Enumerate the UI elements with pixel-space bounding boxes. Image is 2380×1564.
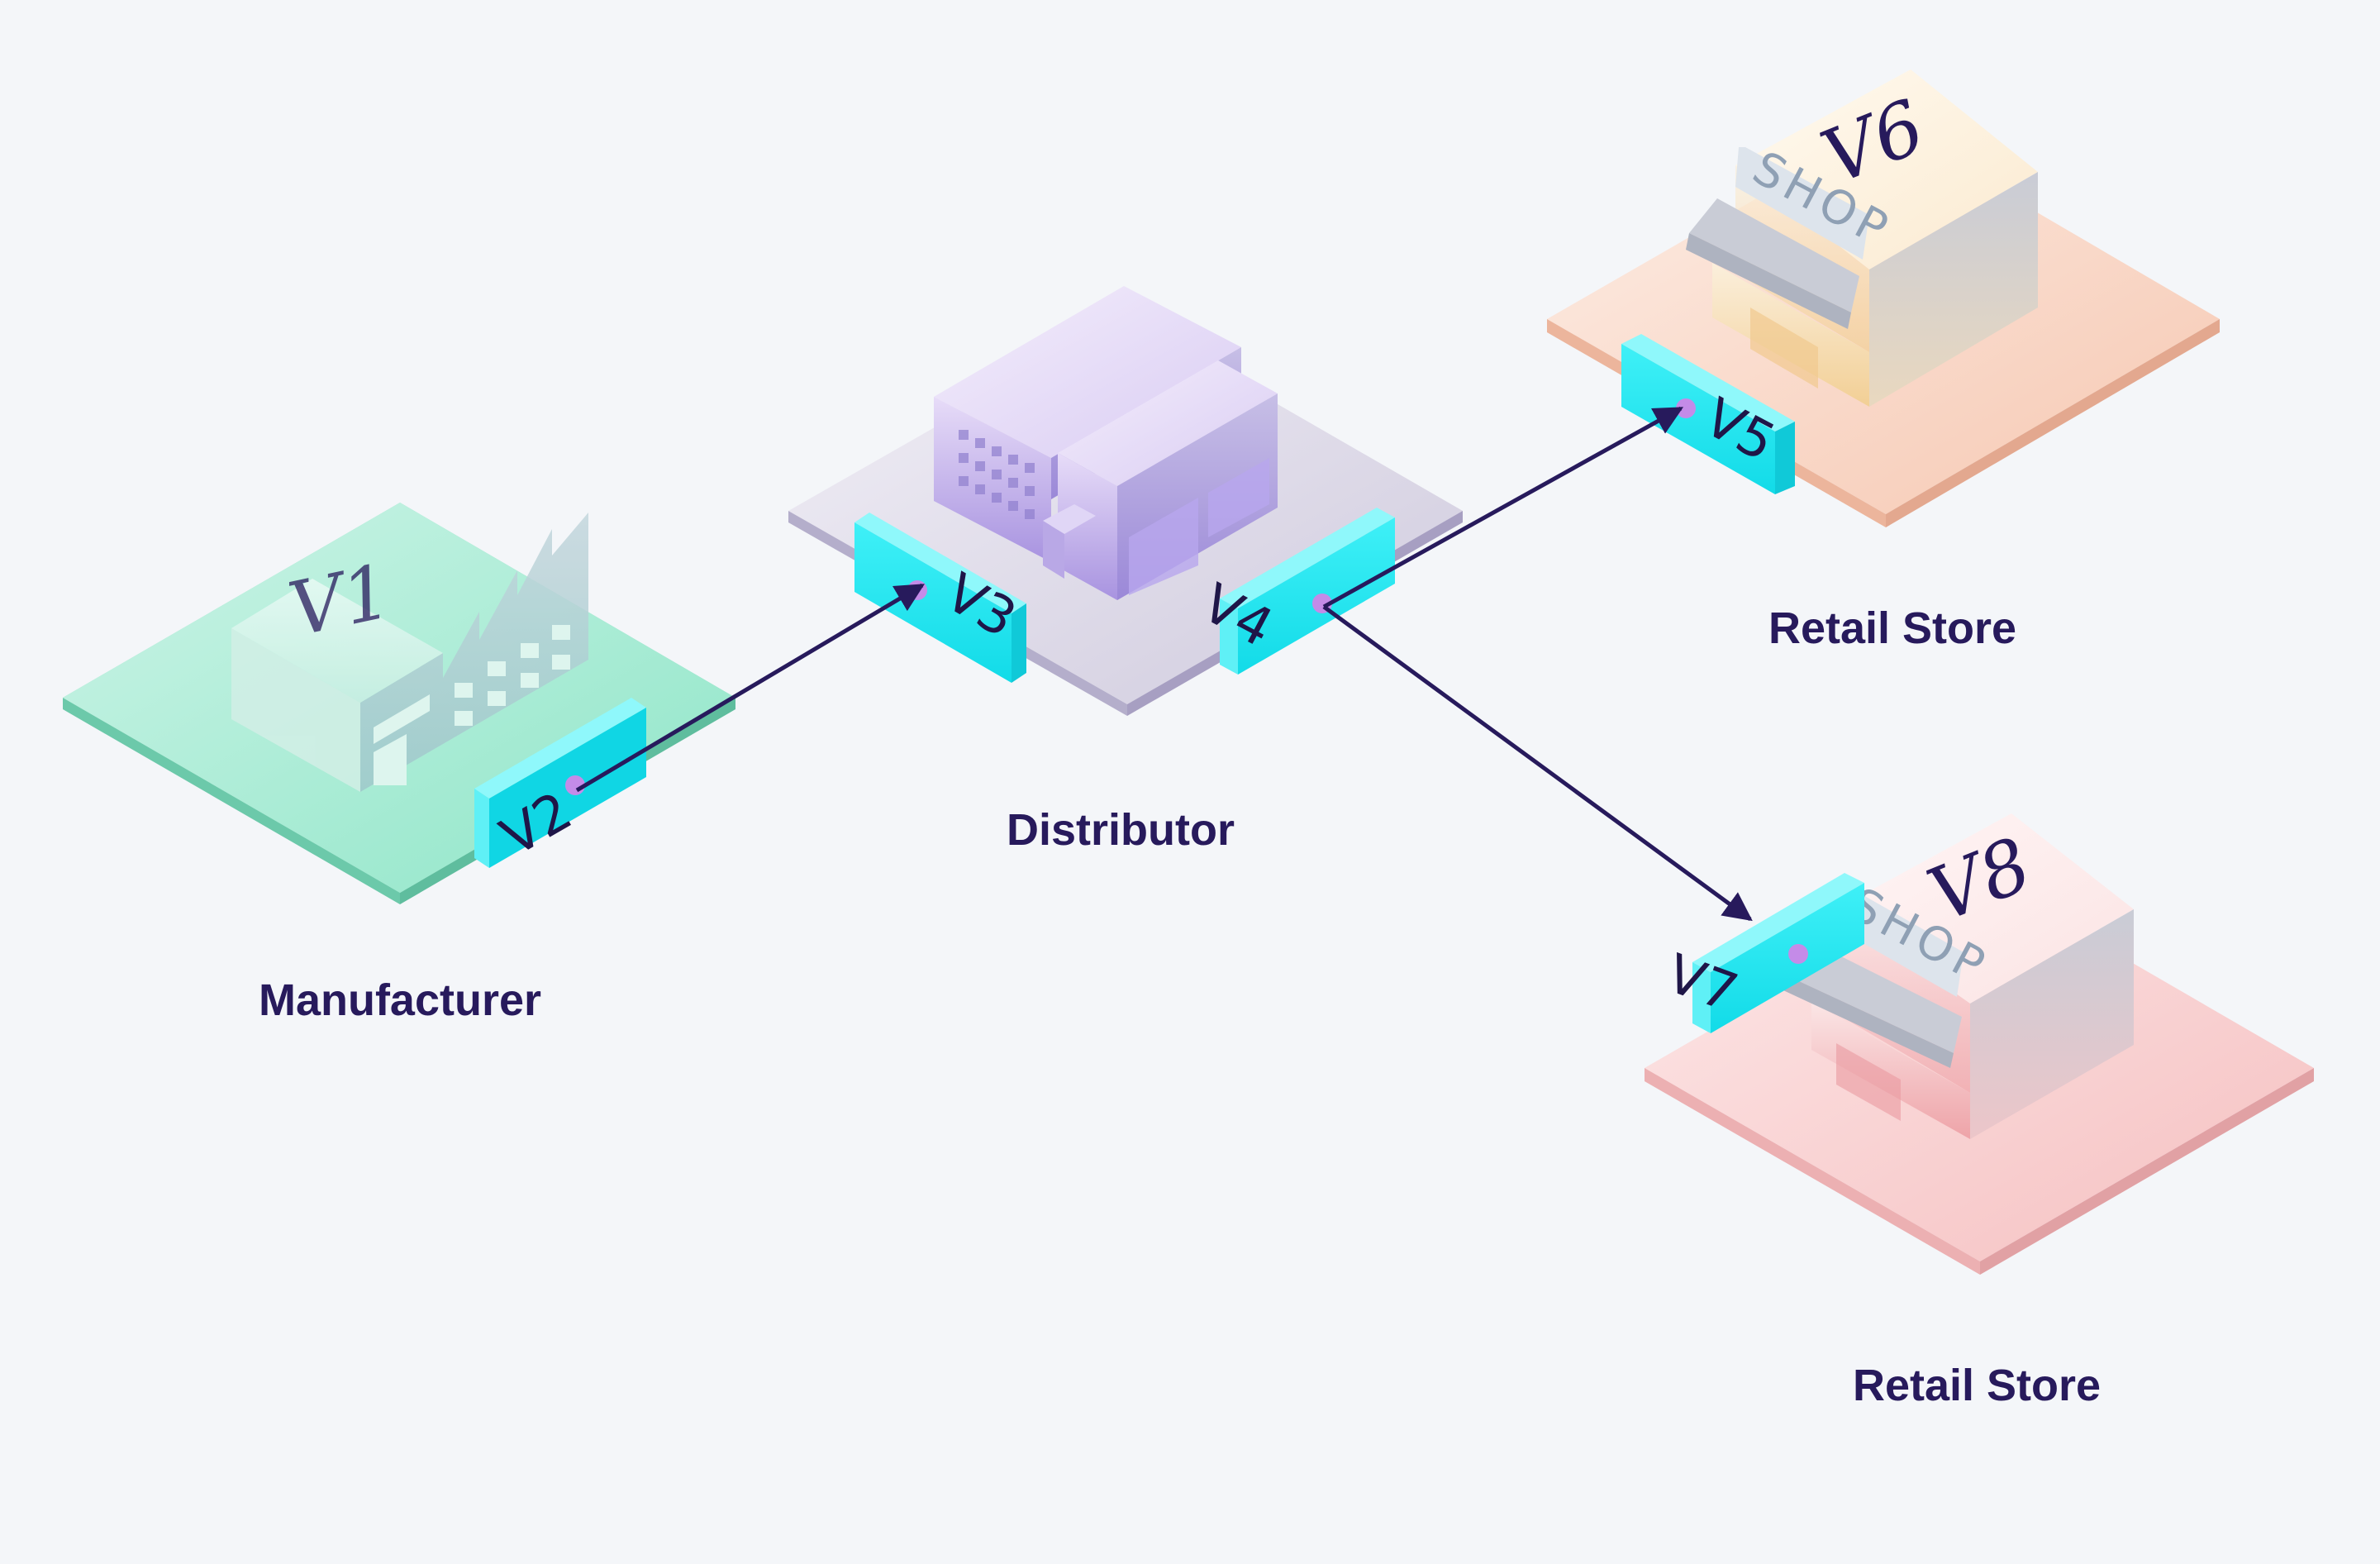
distributor-node: V3 V4 Distributor <box>788 286 1463 855</box>
retail-store-2-label: Retail Store <box>1853 1361 2101 1410</box>
edge-v4-v7 <box>1322 604 1753 922</box>
edges <box>575 406 1753 922</box>
manufacturer-label: Manufacturer <box>259 975 541 1025</box>
edge-v4-v5 <box>1322 406 1684 609</box>
warehouse-icon <box>934 286 1278 600</box>
shop-building-2: SHOP <box>1783 813 2134 1139</box>
manufacturer-building-label: V1 <box>282 548 398 654</box>
port-v7[interactable]: V7 <box>1659 873 1864 1033</box>
retail-store-1-label: Retail Store <box>1768 603 2016 653</box>
shop-building-1: SHOP <box>1686 69 2038 407</box>
edge-v2-v3 <box>575 583 926 793</box>
factory-icon <box>231 513 588 792</box>
port-v7-dot <box>1788 944 1808 964</box>
port-v2[interactable]: V2 <box>474 698 646 869</box>
retail-store-1-node: SHOP V6 V5 Retail Store <box>1547 69 2220 653</box>
retail-store-2-node: SHOP V8 V7 Retail Store <box>1645 813 2314 1410</box>
distributor-label: Distributor <box>1007 805 1235 855</box>
manufacturer-node: V1 V2 Manufacturer <box>63 503 735 1025</box>
